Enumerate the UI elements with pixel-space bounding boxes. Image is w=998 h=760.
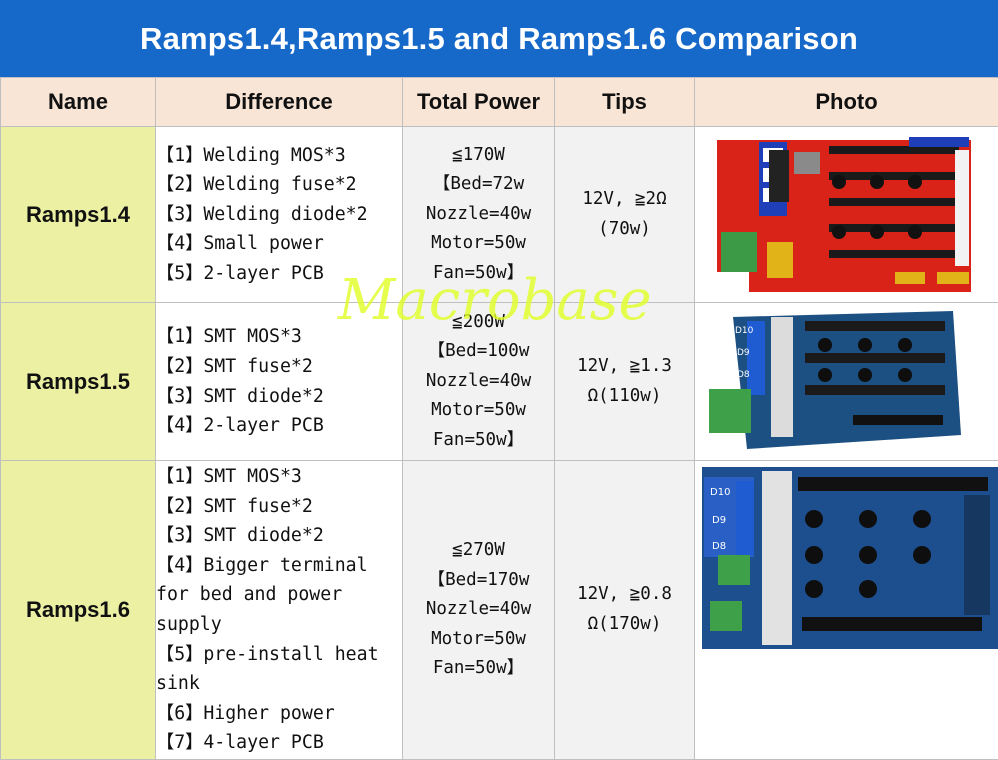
tips-line: 12V, ≧2Ω (582, 189, 666, 209)
header-photo: Photo (695, 78, 998, 127)
difference-line: 【3】SMT diode*2 (156, 382, 402, 412)
tips-line: 12V, ≧0.8 (577, 584, 672, 604)
difference-line: 【5】2-layer PCB (156, 259, 402, 289)
power-line: 【Bed=170w (403, 566, 554, 596)
power-line: Fan=50w】 (403, 426, 554, 456)
row-tips: 12V, ≧1.3 Ω(110w) (555, 303, 695, 461)
power-line: ≦270W (403, 536, 554, 566)
blue-pcb-graphic: D10 D9 D8 (703, 307, 965, 455)
power-line: ≦170W (403, 141, 554, 171)
difference-line: 【4】Small power (156, 229, 402, 259)
row-total-power: ≦270W 【Bed=170w Nozzle=40w Motor=50w Fan… (403, 461, 555, 760)
ramps14-board-image (709, 132, 981, 297)
blue-pcb-graphic: D10 D9 D8 (702, 467, 998, 649)
difference-line: 【2】SMT fuse*2 (156, 352, 402, 382)
power-line: Nozzle=40w (403, 367, 554, 397)
row-tips: 12V, ≧2Ω (70w) (555, 127, 695, 303)
header-total-power: Total Power (403, 78, 555, 127)
row-photo: D10 D9 D8 (695, 461, 998, 760)
row-photo (695, 127, 998, 303)
difference-line: 【7】4-layer PCB (156, 728, 402, 758)
difference-line: 【2】SMT fuse*2 (156, 492, 402, 522)
power-line: 【Bed=100w (403, 337, 554, 367)
tips-line: (70w) (598, 219, 651, 239)
power-line: Nozzle=40w (403, 200, 554, 230)
row-difference: 【1】SMT MOS*3 【2】SMT fuse*2 【3】SMT diode*… (156, 461, 403, 760)
difference-line: 【4】Bigger terminal for bed and power sup… (156, 551, 402, 640)
board-label-d10: D10 (710, 487, 730, 498)
table-row: Ramps1.5 【1】SMT MOS*3 【2】SMT fuse*2 【3】S… (1, 303, 998, 461)
header-tips: Tips (555, 78, 695, 127)
board-label-d9: D9 (712, 515, 726, 526)
power-line: Fan=50w】 (403, 654, 554, 684)
red-pcb-graphic (709, 132, 981, 297)
board-label-d8: D8 (712, 541, 726, 552)
power-line: Nozzle=40w (403, 595, 554, 625)
ramps16-board-image: D10 D9 D8 (702, 467, 998, 649)
header-name: Name (1, 78, 156, 127)
row-tips: 12V, ≧0.8 Ω(170w) (555, 461, 695, 760)
difference-line: 【6】Higher power (156, 699, 402, 729)
row-photo: D10 D9 D8 (695, 303, 998, 461)
row-total-power: ≦170W 【Bed=72w Nozzle=40w Motor=50w Fan=… (403, 127, 555, 303)
difference-line: 【3】SMT diode*2 (156, 521, 402, 551)
power-line: Motor=50w (403, 229, 554, 259)
tips-line: Ω(170w) (588, 614, 662, 634)
tips-line: Ω(110w) (588, 386, 662, 406)
difference-line: 【3】Welding diode*2 (156, 200, 402, 230)
comparison-table: Name Difference Total Power Tips Photo R… (0, 77, 998, 760)
power-line: Motor=50w (403, 625, 554, 655)
row-total-power: ≦200W 【Bed=100w Nozzle=40w Motor=50w Fan… (403, 303, 555, 461)
difference-line: 【5】pre-install heat sink (156, 640, 402, 699)
header-row: Name Difference Total Power Tips Photo (1, 78, 998, 127)
row-name: Ramps1.4 (1, 127, 156, 303)
power-line: ≦200W (403, 308, 554, 338)
power-line: Motor=50w (403, 396, 554, 426)
board-label-d8: D8 (737, 370, 750, 380)
board-label-d10: D10 (735, 326, 754, 336)
header-difference: Difference (156, 78, 403, 127)
table-row: Ramps1.4 【1】Welding MOS*3 【2】Welding fus… (1, 127, 998, 303)
page-title: Ramps1.4,Ramps1.5 and Ramps1.6 Compariso… (0, 0, 998, 77)
row-difference: 【1】SMT MOS*3 【2】SMT fuse*2 【3】SMT diode*… (156, 303, 403, 461)
difference-line: 【1】Welding MOS*3 (156, 141, 402, 171)
board-label-d9: D9 (737, 348, 750, 358)
row-name: Ramps1.5 (1, 303, 156, 461)
power-line: Fan=50w】 (403, 259, 554, 289)
row-difference: 【1】Welding MOS*3 【2】Welding fuse*2 【3】We… (156, 127, 403, 303)
ramps15-board-image: D10 D9 D8 (703, 307, 965, 455)
difference-line: 【2】Welding fuse*2 (156, 170, 402, 200)
difference-line: 【1】SMT MOS*3 (156, 322, 402, 352)
power-line: 【Bed=72w (403, 170, 554, 200)
row-name: Ramps1.6 (1, 461, 156, 760)
table-row: Ramps1.6 【1】SMT MOS*3 【2】SMT fuse*2 【3】S… (1, 461, 998, 760)
tips-line: 12V, ≧1.3 (577, 356, 672, 376)
difference-line: 【4】2-layer PCB (156, 411, 402, 441)
difference-line: 【1】SMT MOS*3 (156, 462, 402, 492)
